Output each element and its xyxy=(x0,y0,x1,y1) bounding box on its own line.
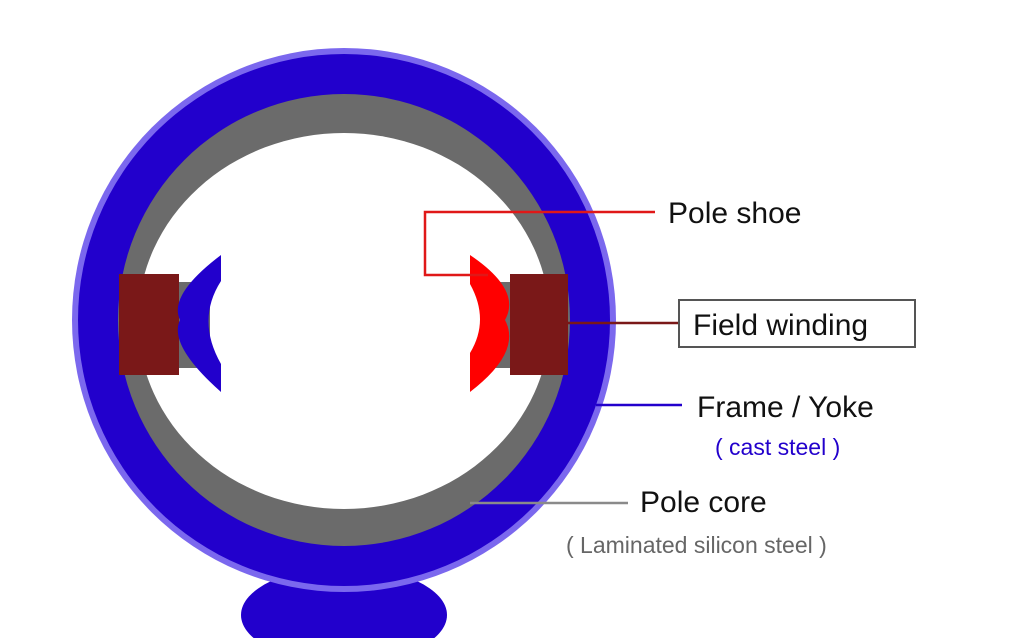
frame-yoke-label: Frame / Yoke xyxy=(697,391,874,424)
right-field-winding xyxy=(510,274,568,375)
rotor-space xyxy=(138,133,550,509)
pole-core-note: ( Laminated silicon steel ) xyxy=(566,532,827,558)
left-pole-shoe xyxy=(177,255,221,392)
field-winding-box xyxy=(678,299,916,348)
left-field-winding xyxy=(119,274,179,375)
right-pole-shoe xyxy=(470,255,510,392)
pole-core-label: Pole core xyxy=(640,486,767,519)
frame-yoke-note: ( cast steel ) xyxy=(715,434,840,460)
pole-shoe-leader xyxy=(423,210,655,277)
field-winding-label: Field winding xyxy=(693,309,868,342)
pole-shoe-label: Pole shoe xyxy=(668,197,801,230)
